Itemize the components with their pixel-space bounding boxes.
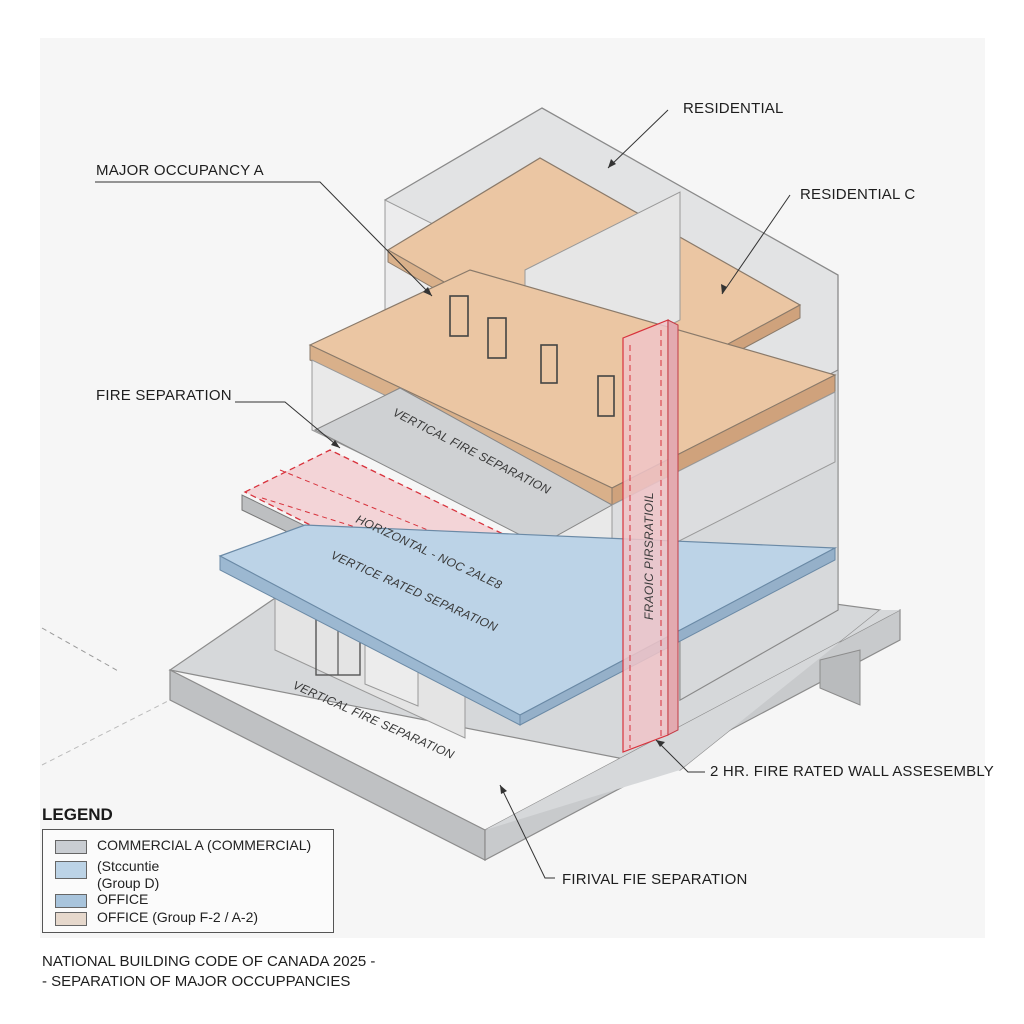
callout-fire-separation: FIRE SEPARATION xyxy=(96,387,232,404)
footer-line-1: NATIONAL BUILDING CODE OF CANADA 2025 - xyxy=(42,953,376,970)
leader-lines xyxy=(95,109,791,879)
vertical-fire-wall xyxy=(622,319,679,753)
footer-line-2: - SEPARATION OF MAJOR OCCUPPANCIES xyxy=(42,973,351,990)
callout-firival-separation: FIRIVAL FIE SEPARATION xyxy=(562,871,748,888)
leader-arrowheads xyxy=(331,159,727,794)
callout-residential-c: RESIDENTIAL C xyxy=(800,186,916,203)
guide-line xyxy=(41,627,121,673)
label-fire-wall-vertical: FRAOIC PIRSRATIOIL xyxy=(642,492,656,620)
footer-caption: NATIONAL BUILDING CODE OF CANADA 2025 - … xyxy=(42,952,375,992)
legend-swatch xyxy=(55,840,87,854)
legend-label: OFFICE xyxy=(97,891,149,907)
callout-residential: RESIDENTIAL xyxy=(683,100,784,117)
legend-label: COMMERCIAL A (COMMERCIAL) xyxy=(97,837,312,853)
legend-label: OFFICE (Group F-2 / A-2) xyxy=(97,909,259,925)
legend-swatch xyxy=(55,861,87,879)
legend-label: (Stccuntie xyxy=(97,858,160,874)
legend-swatch xyxy=(55,912,87,926)
callout-major-occupancy-a: MAJOR OCCUPANCY A xyxy=(96,162,264,179)
callout-wall-assembly: 2 HR. FIRE RATED WALL ASSESEMBLY xyxy=(710,763,994,780)
legend-swatch xyxy=(55,894,87,908)
legend: COMMERCIAL A (COMMERCIAL) (Stccuntie (Gr… xyxy=(42,829,334,933)
legend-title: LEGEND xyxy=(42,805,113,824)
guide-line-2 xyxy=(41,699,171,766)
legend-label: (Group D) xyxy=(97,875,160,891)
